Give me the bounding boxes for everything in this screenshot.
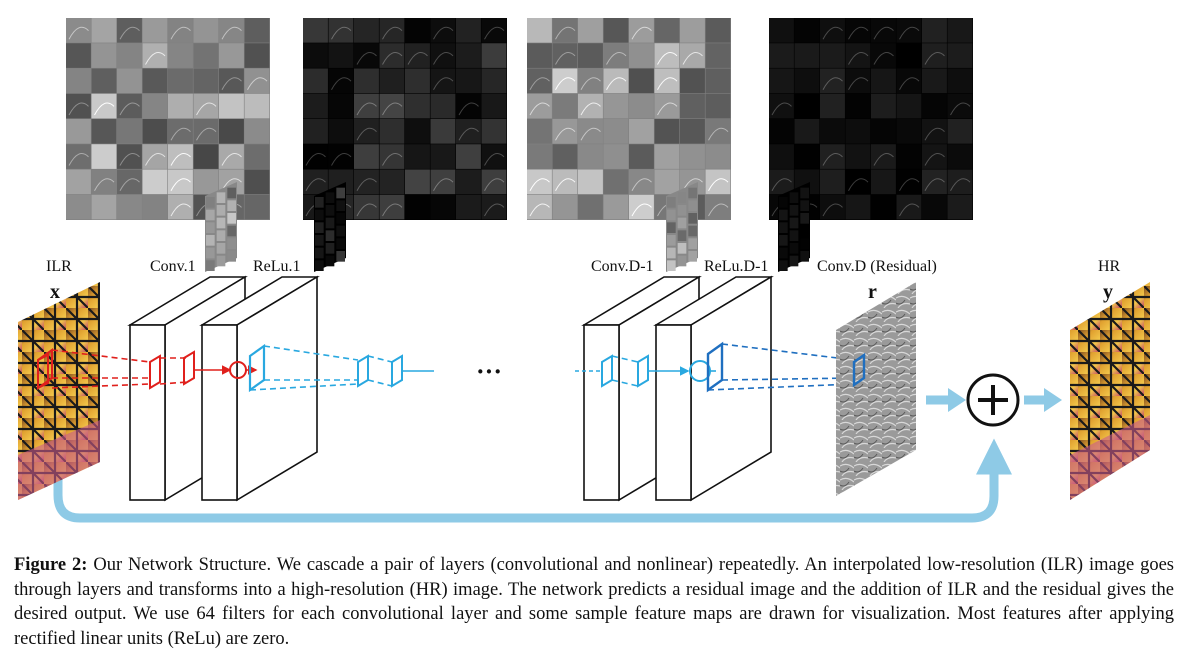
label-relud-1: ReLu.D-1 <box>704 258 768 275</box>
label-convd-residual: Conv.D (Residual) <box>817 258 937 275</box>
relu1-small-map <box>314 182 346 272</box>
label-y: y <box>1103 281 1113 303</box>
relud-1-small-map <box>778 182 810 272</box>
label-x: x <box>50 281 60 303</box>
network-structure-diagram: ILR x Conv.1 ReLu.1 Conv.D-1 ReLu.D-1 Co… <box>18 18 1150 523</box>
label-conv1: Conv.1 <box>150 258 196 275</box>
label-hr: HR <box>1098 258 1121 275</box>
label-convd-1: Conv.D-1 <box>591 258 654 275</box>
conv1-feature-maps <box>66 18 270 220</box>
residual-image <box>836 282 916 496</box>
relu1-block <box>199 275 320 502</box>
caption-text: Our Network Structure. We cascade a pair… <box>14 555 1174 649</box>
convd-1-feature-maps <box>527 18 731 220</box>
convd-1-small-map <box>666 182 698 272</box>
ellipsis: ··· <box>476 357 502 386</box>
skip-connection-arrow <box>53 438 1012 523</box>
label-ilr: ILR <box>46 258 72 275</box>
caption-prefix: Figure 2: <box>14 555 88 575</box>
label-relu1: ReLu.1 <box>253 258 301 275</box>
label-r: r <box>868 281 877 303</box>
conv1-small-map <box>205 182 237 272</box>
figure-caption: Figure 2: Our Network Structure. We casc… <box>14 553 1174 651</box>
